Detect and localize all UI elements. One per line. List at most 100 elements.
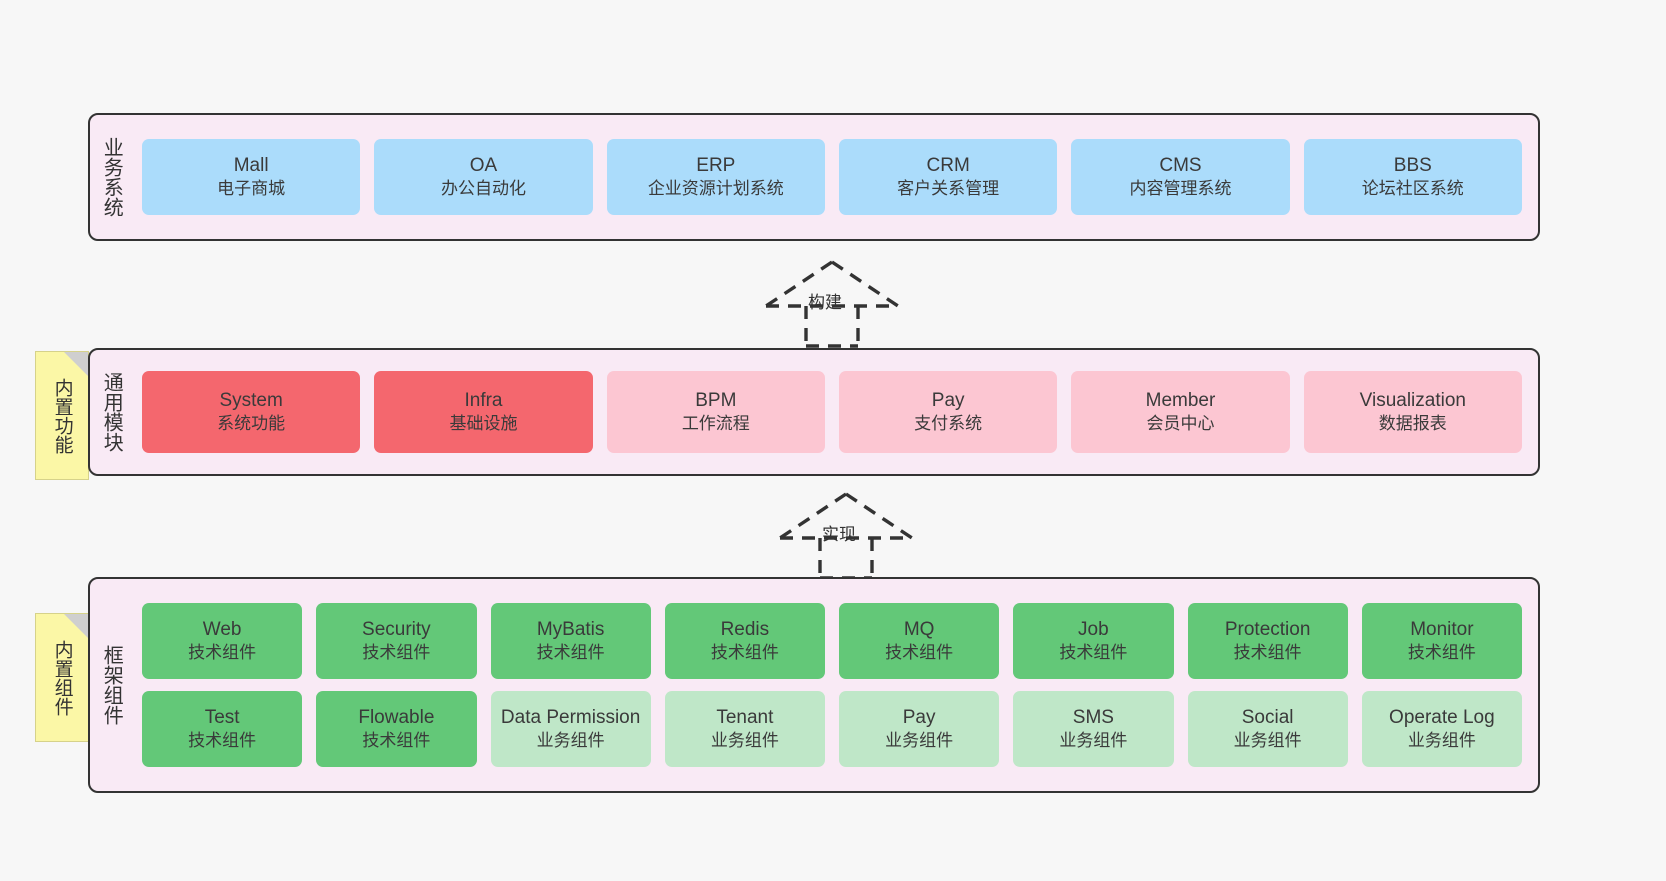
business-card-mall-subtitle: 电子商城: [217, 178, 286, 198]
framework-card-monitor-title: Monitor: [1410, 619, 1474, 641]
framework-card-mq-subtitle: 技术组件: [885, 642, 954, 662]
business-card-bbs-title: BBS: [1393, 155, 1432, 177]
module-card-pay-subtitle: 支付系统: [914, 413, 983, 433]
layer-business-system-title: 业务系统: [100, 137, 123, 217]
module-card-system-subtitle: 系统功能: [217, 413, 286, 433]
module-card-pay-title: Pay: [931, 390, 965, 412]
business-card-cms-subtitle: 内容管理系统: [1129, 178, 1232, 198]
framework-card-redis-title: Redis: [720, 619, 770, 641]
framework-card-test-title: Test: [204, 707, 240, 729]
framework-card-operate-log-subtitle: 业务组件: [1407, 730, 1476, 750]
framework-card-flowable-title: Flowable: [358, 707, 435, 729]
module-card-system-title: System: [219, 390, 283, 412]
framework-card-data-permission-subtitle: 业务组件: [536, 730, 605, 750]
business-card-crm-subtitle: 客户关系管理: [897, 178, 1000, 198]
module-card-bpm-subtitle: 工作流程: [681, 413, 750, 433]
module-card-infra-title: Infra: [464, 390, 503, 412]
business-card-crm-title: CRM: [926, 155, 970, 177]
connector-implement: 实现: [766, 490, 926, 580]
module-card-bpm-title: BPM: [695, 390, 737, 412]
module-card-member-title: Member: [1145, 390, 1216, 412]
framework-card-protection-title: Protection: [1224, 619, 1311, 641]
framework-card-flowable-subtitle: 技术组件: [362, 730, 431, 750]
connector-build: 构建: [752, 258, 912, 348]
business-card-mall-title: Mall: [233, 155, 269, 177]
framework-card-tenant-subtitle: 业务组件: [710, 730, 779, 750]
framework-card-redis-subtitle: 技术组件: [710, 642, 779, 662]
business-card-cms-title: CMS: [1159, 155, 1202, 177]
framework-card-web-title: Web: [202, 619, 242, 641]
module-card-infra-subtitle: 基础设施: [449, 413, 518, 433]
framework-card-protection-subtitle: 技术组件: [1233, 642, 1302, 662]
business-card-erp-subtitle: 企业资源计划系统: [647, 178, 784, 198]
note-builtin-components: 内置组件: [35, 613, 89, 742]
note-builtin-features: 内置功能: [35, 351, 89, 480]
connector-implement-label: 实现: [822, 525, 856, 544]
connector-implement-arrow-icon: [779, 492, 913, 580]
framework-card-tenant-title: Tenant: [716, 707, 774, 729]
framework-card-mybatis-title: MyBatis: [536, 619, 605, 641]
framework-card-sms-subtitle: 业务组件: [1059, 730, 1128, 750]
module-card-visualization-title: Visualization: [1359, 390, 1466, 412]
framework-card-security-title: Security: [362, 619, 431, 641]
note-builtin-components-label: 内置组件: [51, 639, 73, 716]
framework-card-monitor-subtitle: 技术组件: [1407, 642, 1476, 662]
framework-card-social-title: Social: [1241, 707, 1294, 729]
framework-card-web-subtitle: 技术组件: [188, 642, 257, 662]
connector-build-arrow-icon: [765, 260, 899, 348]
business-card-bbs-subtitle: 论坛社区系统: [1361, 178, 1464, 198]
framework-card-data-permission-title: Data Permission: [500, 707, 641, 729]
framework-card-mybatis-subtitle: 技术组件: [536, 642, 605, 662]
framework-card-mq-title: MQ: [903, 619, 935, 641]
layer-framework-components-title: 框架组件: [100, 645, 123, 725]
framework-card-pay-subtitle: 业务组件: [885, 730, 954, 750]
business-card-erp-title: ERP: [696, 155, 736, 177]
framework-card-pay-title: Pay: [902, 707, 936, 729]
layer-common-modules-title: 通用模块: [100, 372, 123, 452]
framework-card-operate-log-title: Operate Log: [1389, 707, 1495, 729]
framework-card-test-subtitle: 技术组件: [188, 730, 257, 750]
framework-card-security-subtitle: 技术组件: [362, 642, 431, 662]
connector-build-label: 构建: [808, 293, 842, 312]
framework-card-job-title: Job: [1078, 619, 1109, 641]
framework-card-social-subtitle: 业务组件: [1233, 730, 1302, 750]
module-card-visualization-subtitle: 数据报表: [1378, 413, 1447, 433]
framework-card-job-subtitle: 技术组件: [1059, 642, 1128, 662]
framework-card-sms-title: SMS: [1072, 707, 1114, 729]
business-card-oa-subtitle: 办公自动化: [440, 178, 526, 198]
